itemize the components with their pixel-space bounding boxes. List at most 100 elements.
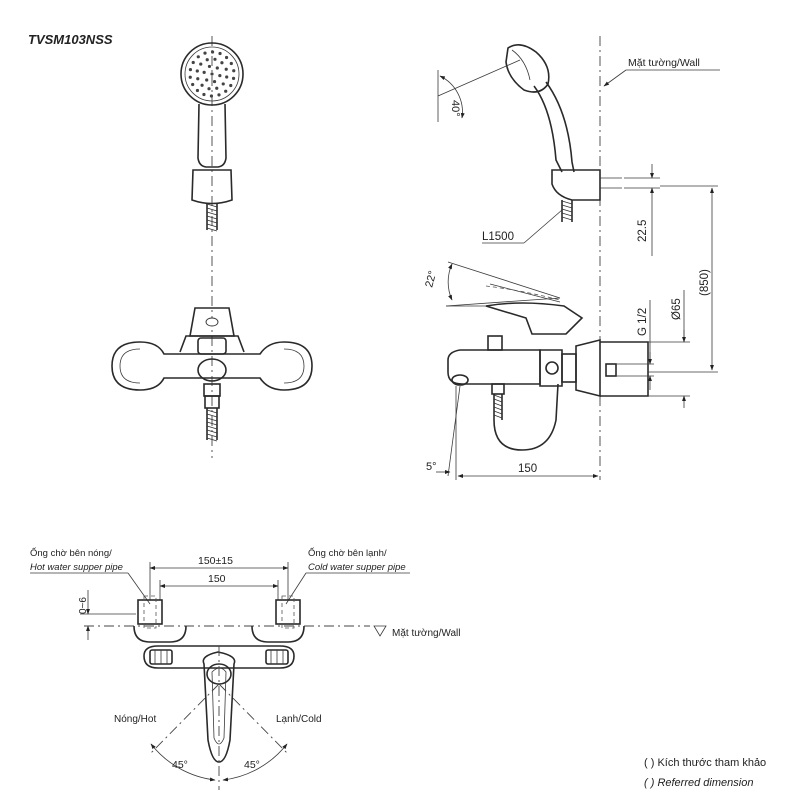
hot-pipe-label-en: Hot water supper pipe [30, 562, 123, 573]
dim-offset: 0~6 [78, 590, 136, 640]
hose-winding [561, 212, 573, 217]
angle-right-label: 45° [244, 759, 260, 771]
nozzle-dot [218, 73, 222, 78]
hose-winding [206, 227, 218, 232]
wall-label-plan: Mặt tường/Wall [392, 628, 460, 639]
nozzle-dot [196, 77, 200, 81]
shower-hose-front [206, 203, 218, 232]
angle-40-label: 40° [449, 100, 461, 117]
wall-label-side: Mặt tường/Wall [628, 57, 700, 69]
hand-shower-handle [197, 103, 227, 168]
angle-40-annotation: 40° [437, 59, 521, 122]
hose-winding [206, 433, 218, 438]
nozzle-dot [205, 58, 209, 62]
nozzle-dot [229, 83, 233, 88]
nozzle-dot [215, 66, 219, 70]
hot-pipe [137, 595, 163, 629]
hose-winding [561, 216, 573, 221]
nozzle-dot [199, 62, 203, 66]
hose-winding [206, 417, 218, 422]
hose-winding [493, 414, 503, 419]
nozzle-dot [207, 87, 211, 91]
lever-side [485, 283, 584, 335]
mixer-body-front [111, 307, 313, 397]
nozzle-dot [232, 69, 236, 73]
hot-pipe-label-vi: Ống chờ bên nóng/ [30, 547, 112, 559]
cold-pipe-label-en: Cold water supper pipe [308, 562, 406, 573]
nozzle-dot [191, 60, 195, 65]
nozzle-dot [225, 75, 229, 79]
dim-spacing-tol: 150±15 [149, 555, 289, 600]
hand-shower-head [180, 42, 244, 106]
nozzle-dot [202, 70, 206, 75]
hose-winding [206, 425, 218, 430]
nozzle-dot [224, 55, 229, 60]
hose-winding [561, 208, 573, 213]
legend: ( ) Kích thước tham khảo ( ) Referred di… [644, 757, 766, 789]
nozzle-dot [191, 82, 195, 87]
dim-holder-offset: 22.5 [624, 164, 660, 256]
nozzle-dot [224, 89, 228, 93]
legend-line-vi: ( ) Kích thước tham khảo [644, 757, 766, 769]
hand-shower-side [505, 44, 575, 173]
nozzle-dot [202, 92, 206, 97]
hose-winding [206, 215, 218, 220]
nozzle-dot [215, 86, 219, 90]
nozzle-dot [207, 64, 212, 69]
model-title: TVSM103NSS [28, 32, 113, 47]
wall-marker: Mặt tường/Wall [373, 625, 460, 639]
nozzle-dot [188, 75, 192, 79]
hose-winding [493, 410, 503, 415]
angle-22-annotation: 22° [423, 261, 561, 307]
hose-connector-front [204, 395, 220, 442]
angle-22-label: 22° [423, 270, 439, 289]
dim-spacing: 150 [159, 573, 279, 600]
dim-total-height-label: (850) [699, 269, 711, 296]
dim-flange-label: Ø65 [671, 298, 683, 320]
nozzle-dot [224, 67, 228, 71]
legend-line-en: ( ) Referred dimension [644, 777, 753, 789]
dim-offset-label: 0~6 [78, 597, 89, 614]
hose-winding [206, 207, 218, 212]
dim-holder-offset-label: 22.5 [637, 220, 649, 242]
nozzle-dot [217, 93, 221, 97]
hot-label: Nóng/Hot [114, 714, 156, 725]
dim-projection: 150 [457, 463, 599, 478]
nozzle-dot [195, 69, 199, 73]
nozzle-dot [200, 83, 204, 87]
dim-projection-label: 150 [518, 463, 537, 475]
nozzle-dot [218, 51, 222, 56]
nozzle-dot [212, 79, 217, 84]
shower-holder [191, 169, 233, 205]
hose-winding [206, 211, 218, 216]
rotation-arc-right: 45° [222, 743, 288, 782]
nozzle-dot [209, 94, 214, 98]
nozzle-dot [203, 51, 207, 55]
plan-view: Ống chờ bên nóng/ Hot water supper pipe … [30, 547, 460, 790]
side-view: Mặt tường/Wall L1500 40° [423, 36, 720, 480]
nozzle-dot [220, 61, 224, 65]
dim-thread-label: G 1/2 [637, 308, 649, 336]
front-view [111, 36, 313, 458]
nozzle-dot [205, 78, 209, 82]
hose-side-upper [561, 200, 573, 222]
hose-winding [493, 406, 503, 411]
hose-winding [493, 394, 503, 399]
shower-holder-side [551, 169, 601, 201]
hose-winding [206, 437, 218, 442]
angle-left-label: 45° [172, 759, 188, 771]
nozzle-dot [213, 57, 217, 61]
dim-spacing-label: 150 [208, 573, 226, 585]
hose-winding [206, 409, 218, 414]
hose-winding [206, 413, 218, 418]
hose-winding [493, 402, 503, 407]
cold-pipe-label-vi: Ống chờ bên lạnh/ [308, 547, 387, 559]
cold-label: Lạnh/Cold [276, 714, 322, 725]
nozzle-dot [196, 55, 200, 59]
hose-winding [206, 219, 218, 224]
rotation-arc-left: 45° [150, 743, 216, 782]
hose-side-lower [491, 383, 559, 451]
hose-length-label: L1500 [482, 231, 514, 243]
angle-5-annotation: 5° [426, 385, 461, 480]
